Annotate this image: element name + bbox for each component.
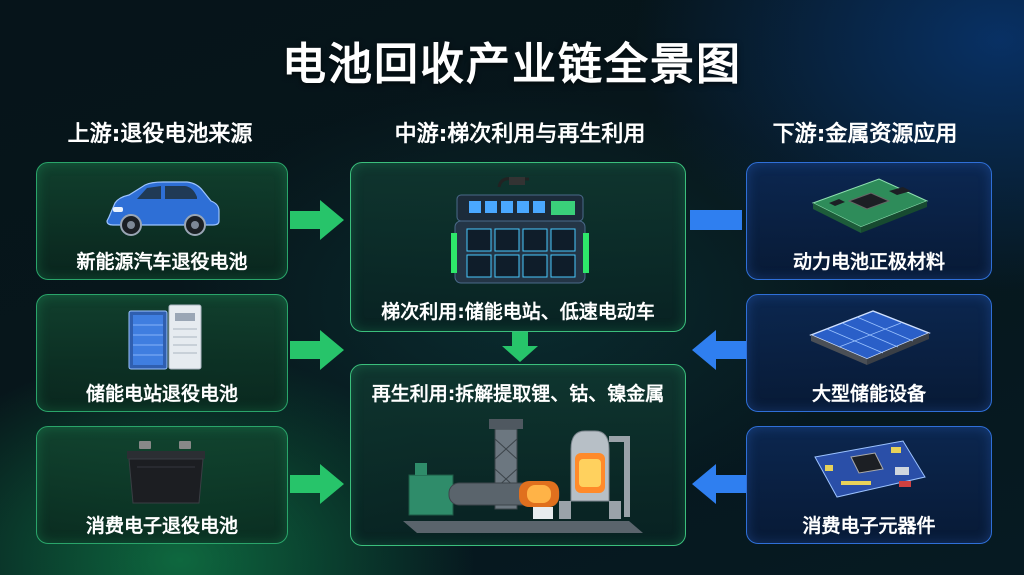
upstream-label-ev: 新能源汽车退役电池 bbox=[76, 251, 248, 273]
blue-arrow-left-3 bbox=[692, 464, 746, 504]
blue-arrow-left-2 bbox=[692, 330, 746, 370]
battery-pack-icon bbox=[451, 177, 589, 284]
downstream-card-cathode: 动力电池正极材料 bbox=[746, 162, 992, 280]
midstream-label-recycle: 再生利用:拆解提取锂、钴、镍金属 bbox=[371, 383, 665, 405]
solar-panel-icon bbox=[809, 310, 931, 365]
upstream-card-storage: 储能电站退役电池 bbox=[36, 294, 288, 412]
suv-car-icon bbox=[106, 181, 220, 236]
downstream-label-cathode: 动力电池正极材料 bbox=[792, 251, 945, 273]
upstream-label-consumer: 消费电子退役电池 bbox=[85, 515, 238, 537]
upstream-card-ev: 新能源汽车退役电池 bbox=[36, 162, 288, 280]
downstream-card-storage: 大型储能设备 bbox=[746, 294, 992, 412]
blue-bar-right-1 bbox=[690, 210, 742, 230]
downstream-heading: 下游:金属资源应用 bbox=[772, 122, 958, 147]
midstream-heading: 中游:梯次利用与再生利用 bbox=[394, 122, 646, 147]
upstream-heading: 上游:退役电池来源 bbox=[67, 122, 253, 147]
energy-storage-cabinet-icon bbox=[128, 304, 202, 370]
green-arrow-right-2 bbox=[290, 330, 344, 370]
midstream-card-cascade: 梯次利用:储能电站、低速电动车 bbox=[350, 162, 686, 332]
upstream-card-consumer: 消费电子退役电池 bbox=[36, 426, 288, 544]
green-arrow-right-1 bbox=[290, 200, 344, 240]
green-arrow-down bbox=[502, 332, 538, 362]
downstream-card-electronics: 消费电子元器件 bbox=[746, 426, 992, 544]
downstream-label-storage: 大型储能设备 bbox=[811, 383, 926, 405]
cathode-chip-icon bbox=[811, 178, 929, 233]
downstream-label-electronics: 消费电子元器件 bbox=[802, 515, 936, 537]
lead-acid-battery-icon bbox=[127, 441, 205, 504]
green-arrow-right-3 bbox=[290, 464, 344, 504]
circuit-board-icon bbox=[814, 440, 926, 498]
upstream-label-storage: 储能电站退役电池 bbox=[85, 383, 238, 405]
page-title: 电池回收产业链全景图 bbox=[282, 39, 742, 90]
midstream-label-cascade: 梯次利用:储能电站、低速电动车 bbox=[381, 301, 655, 323]
recycling-plant-icon bbox=[403, 419, 643, 533]
midstream-card-recycle: 再生利用:拆解提取锂、钴、镍金属 bbox=[350, 364, 686, 546]
